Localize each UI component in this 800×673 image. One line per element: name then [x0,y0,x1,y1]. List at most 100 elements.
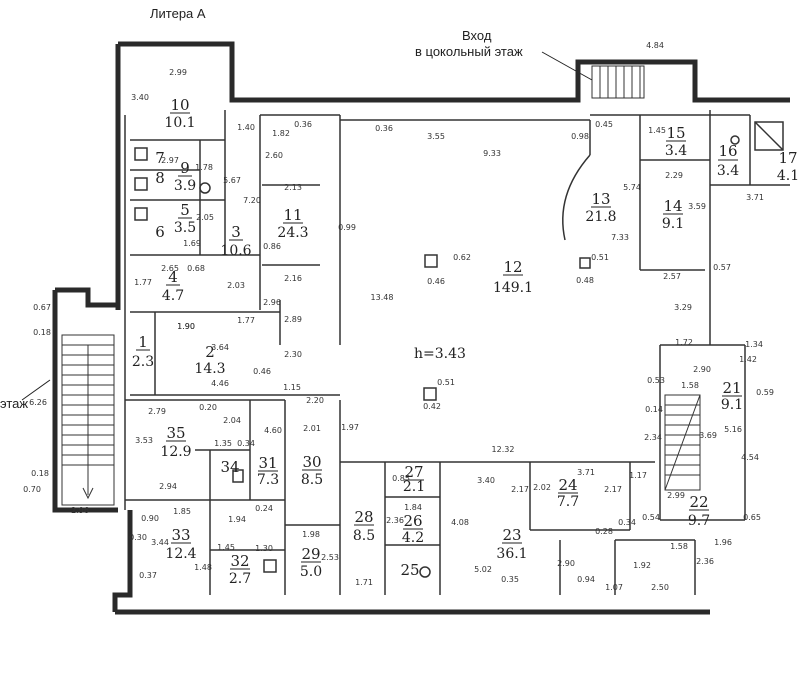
entrance-sublabel: в цокольный этаж [415,44,523,59]
room-area: 3.5 [174,220,196,236]
dimension-label: 1.94 [228,515,246,524]
room-number: 17 [778,149,797,167]
dimension-label: 2.53 [321,553,339,562]
dimension-label: 4.54 [741,453,759,462]
dimension-label: 0.98 [571,132,589,141]
room-number: 9 [180,159,190,177]
room-area: 9.1 [721,397,743,413]
room-number: 22 [689,493,708,511]
dimension-label: 3.69 [699,431,717,440]
entrance-label: Вход [462,28,492,43]
interior-walls [124,110,790,595]
room-number: 30 [302,453,321,471]
dimension-label: 5.67 [223,176,241,185]
room-area: 14.3 [194,361,225,377]
dimension-label: 1.77 [237,316,255,325]
room-area: 12.4 [165,546,196,562]
room-number: 35 [166,424,185,442]
dimension-label: 2.17 [511,485,529,494]
dimension-label: 2.13 [284,183,302,192]
dimension-label: 1.92 [633,561,651,570]
staircase-right [664,394,701,491]
dimension-label: 0.86 [263,242,281,251]
dimension-label: 1.90 [177,322,195,331]
dimension-label: 1.71 [355,578,373,587]
dimension-label: 1.85 [173,507,191,516]
staircase-left [61,334,115,506]
room-number: 33 [171,526,190,544]
dimension-label: 4.60 [264,426,282,435]
dimension-label: 2.16 [284,274,302,283]
dimension-label: 7.20 [243,196,261,205]
dimension-label: 1.34 [745,340,763,349]
room-area: 5.0 [300,564,322,580]
dimension-label: 2.90 [693,365,711,374]
room-area: 24.3 [277,225,308,241]
room-area: 7.7 [557,494,579,510]
room-number: 4 [168,268,178,286]
dimension-label: 1.15 [283,383,301,392]
dimension-label: 2.36 [696,557,714,566]
dimension-label: 0.14 [645,405,663,414]
dimension-label: 2.79 [148,407,166,416]
dimension-label: 0.37 [139,571,157,580]
room-area: 4.1 [777,168,799,184]
dimension-label: 2.60 [265,151,283,160]
dimension-label: 3.53 [135,436,153,445]
dimension-label: 4.84 [646,41,664,50]
room-area: 12.9 [160,444,191,460]
room-area: 9.7 [688,513,710,529]
dimension-label: 0.46 [427,277,445,286]
dimension-label: 1.48 [194,563,212,572]
room-number: 26 [403,512,422,530]
room-area: 2.7 [229,571,251,587]
dimension-label: 1.45 [648,126,666,135]
dimension-label: 3.29 [674,303,692,312]
room-area: 3.4 [717,163,739,179]
room-number: 15 [666,124,685,142]
fixtures [134,121,784,578]
room-area: 4.7 [162,288,184,304]
dimension-label: 3.59 [688,202,706,211]
wall-inner-lines [340,119,591,241]
room-area: 8.5 [353,528,375,544]
dimension-label: 0.68 [187,264,205,273]
room-area: 10.6 [220,243,251,259]
dimension-label: 3.40 [477,476,495,485]
dimension-label: 2.02 [533,483,551,492]
dimension-label: 1.72 [675,338,693,347]
dimension-label: 1.17 [629,471,647,480]
dimension-label: 3.71 [746,193,764,202]
dimension-label: 0.62 [453,253,471,262]
room-number: 12 [503,258,522,276]
dimension-label: 1.96 [714,538,732,547]
dimension-label: 0.94 [577,575,595,584]
dimension-label: 1.58 [670,542,688,551]
dimension-label: 1.97 [341,423,359,432]
dimension-label: 2.34 [644,433,662,442]
room-number: 2 [205,343,215,361]
room-number: 13 [591,190,610,208]
dimension-label: 0.57 [713,263,731,272]
room-number: 6 [155,223,165,241]
room-number: 32 [230,552,249,570]
dimension-label: 0.35 [501,575,519,584]
outer-walls [52,41,790,615]
dimension-label: 0.46 [253,367,271,376]
room-area: 7.3 [257,472,279,488]
dimension-label: 0.51 [437,378,455,387]
room-number: 5 [180,201,190,219]
dimension-label: 2.29 [665,171,683,180]
room-number: 8 [155,169,165,187]
dimension-label: 0.18 [31,469,49,478]
dimension-label: 13.48 [371,293,394,302]
dimension-label: 0.34 [618,518,636,527]
dimension-label: 1.77 [134,278,152,287]
dimension-label: 5.02 [474,565,492,574]
room-number: 34 [220,458,239,476]
room-number: 11 [283,206,302,224]
dimension-label: 0.53 [647,376,665,385]
room-number: 29 [301,545,320,563]
dimension-label: 2.20 [306,396,324,405]
